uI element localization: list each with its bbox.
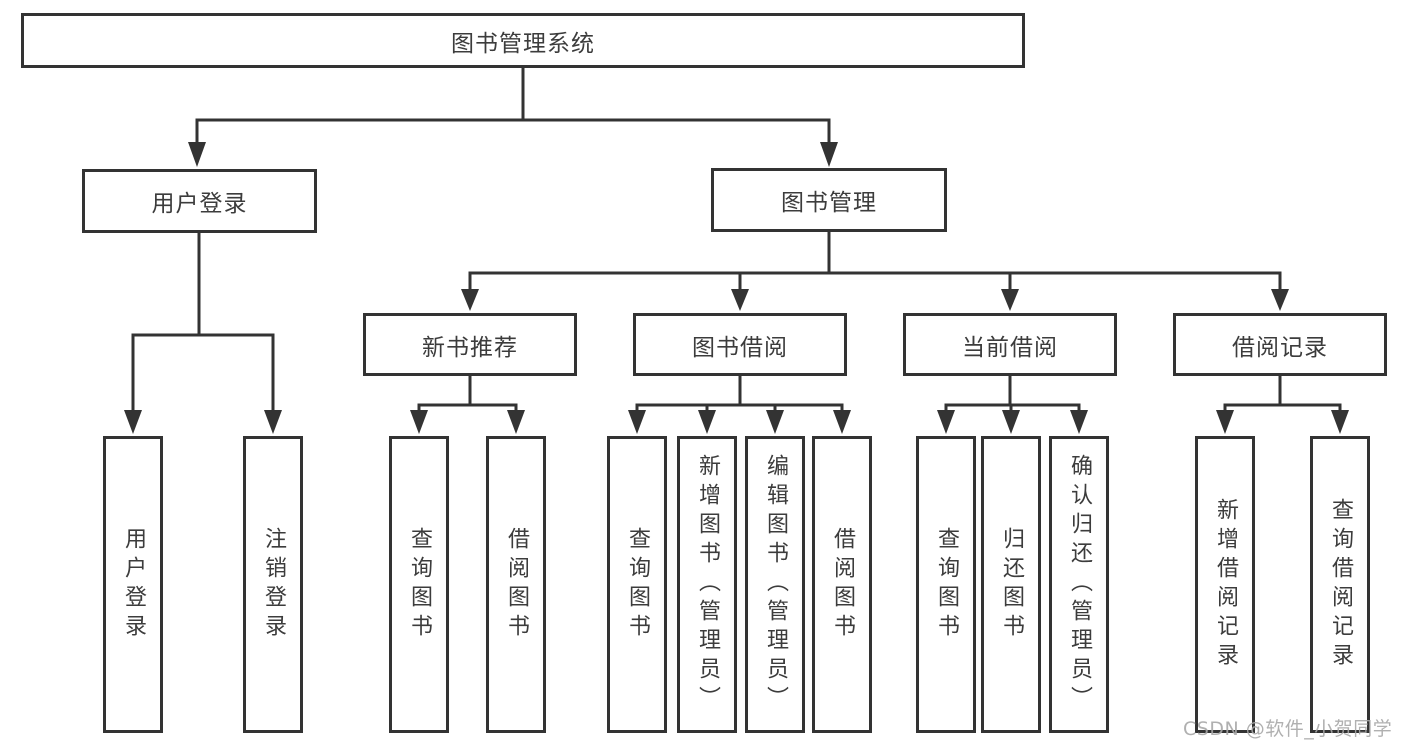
csdn-watermark: CSDN @软件_小贺同学 (1183, 718, 1393, 740)
leaf-logout: 注销登录 (243, 436, 303, 733)
node-book-management-label: 图书管理 (781, 190, 877, 216)
arrow-down-icon (264, 410, 282, 434)
node-new-book-recommend: 新书推荐 (363, 313, 577, 376)
node-book-borrow: 图书借阅 (633, 313, 847, 376)
arrow-down-icon (1001, 289, 1019, 311)
arrow-down-icon (731, 289, 749, 311)
arrow-down-icon (461, 289, 479, 311)
arrow-down-icon (820, 142, 838, 167)
leaf-return-books-label: 归还图书 (999, 526, 1024, 643)
node-new-book-recommend-label: 新书推荐 (422, 334, 518, 361)
node-current-borrow-label: 当前借阅 (962, 334, 1058, 361)
leaf-query-borrow-record-label: 查询借阅记录 (1328, 497, 1353, 672)
leaf-edit-book-admin: 编辑图书（管理员） (745, 436, 805, 733)
leaf-query-books-2-label: 查询图书 (625, 526, 650, 643)
leaf-confirm-return-admin: 确认归还（管理员） (1049, 436, 1109, 733)
arrow-down-icon (188, 142, 206, 167)
leaf-query-books-2: 查询图书 (607, 436, 667, 733)
leaf-query-books-3-label: 查询图书 (934, 526, 959, 643)
arrow-down-icon (1070, 410, 1088, 434)
leaf-edit-book-admin-label: 编辑图书（管理员） (763, 454, 788, 715)
leaf-query-books-1: 查询图书 (389, 436, 449, 733)
leaf-query-borrow-record: 查询借阅记录 (1310, 436, 1370, 733)
leaf-user-login-label: 用户登录 (121, 526, 146, 643)
arrow-down-icon (628, 410, 646, 434)
arrow-down-icon (1002, 410, 1020, 434)
node-book-management: 图书管理 (711, 168, 947, 232)
node-user-login-label: 用户登录 (151, 191, 248, 217)
leaf-add-borrow-record: 新增借阅记录 (1195, 436, 1255, 733)
leaf-return-books: 归还图书 (981, 436, 1041, 733)
leaf-borrow-books-2: 借阅图书 (812, 436, 872, 733)
arrow-down-icon (1331, 410, 1349, 434)
node-borrow-records-label: 借阅记录 (1232, 334, 1328, 361)
leaf-query-books-3: 查询图书 (916, 436, 976, 733)
leaf-add-book-admin: 新增图书（管理员） (677, 436, 737, 733)
node-user-login: 用户登录 (82, 169, 317, 233)
node-book-borrow-label: 图书借阅 (692, 334, 788, 361)
node-borrow-records: 借阅记录 (1173, 313, 1387, 376)
arrow-down-icon (410, 410, 428, 434)
leaf-logout-label: 注销登录 (261, 526, 286, 643)
arrow-down-icon (698, 410, 716, 434)
leaf-add-book-admin-label: 新增图书（管理员） (695, 454, 720, 715)
arrow-down-icon (1216, 410, 1234, 434)
node-root: 图书管理系统 (21, 13, 1025, 68)
leaf-query-books-1-label: 查询图书 (407, 526, 432, 643)
arrow-down-icon (1271, 289, 1289, 311)
leaf-add-borrow-record-label: 新增借阅记录 (1213, 497, 1238, 672)
arrow-down-icon (124, 410, 142, 434)
leaf-borrow-books-2-label: 借阅图书 (830, 526, 855, 643)
node-current-borrow: 当前借阅 (903, 313, 1117, 376)
arrow-down-icon (507, 410, 525, 434)
arrow-down-icon (766, 410, 784, 434)
node-root-label: 图书管理系统 (451, 30, 595, 57)
arrow-down-icon (833, 410, 851, 434)
leaf-borrow-books-1: 借阅图书 (486, 436, 546, 733)
leaf-confirm-return-admin-label: 确认归还（管理员） (1067, 454, 1092, 715)
arrow-down-icon (937, 410, 955, 434)
leaf-user-login: 用户登录 (103, 436, 163, 733)
leaf-borrow-books-1-label: 借阅图书 (504, 526, 529, 643)
